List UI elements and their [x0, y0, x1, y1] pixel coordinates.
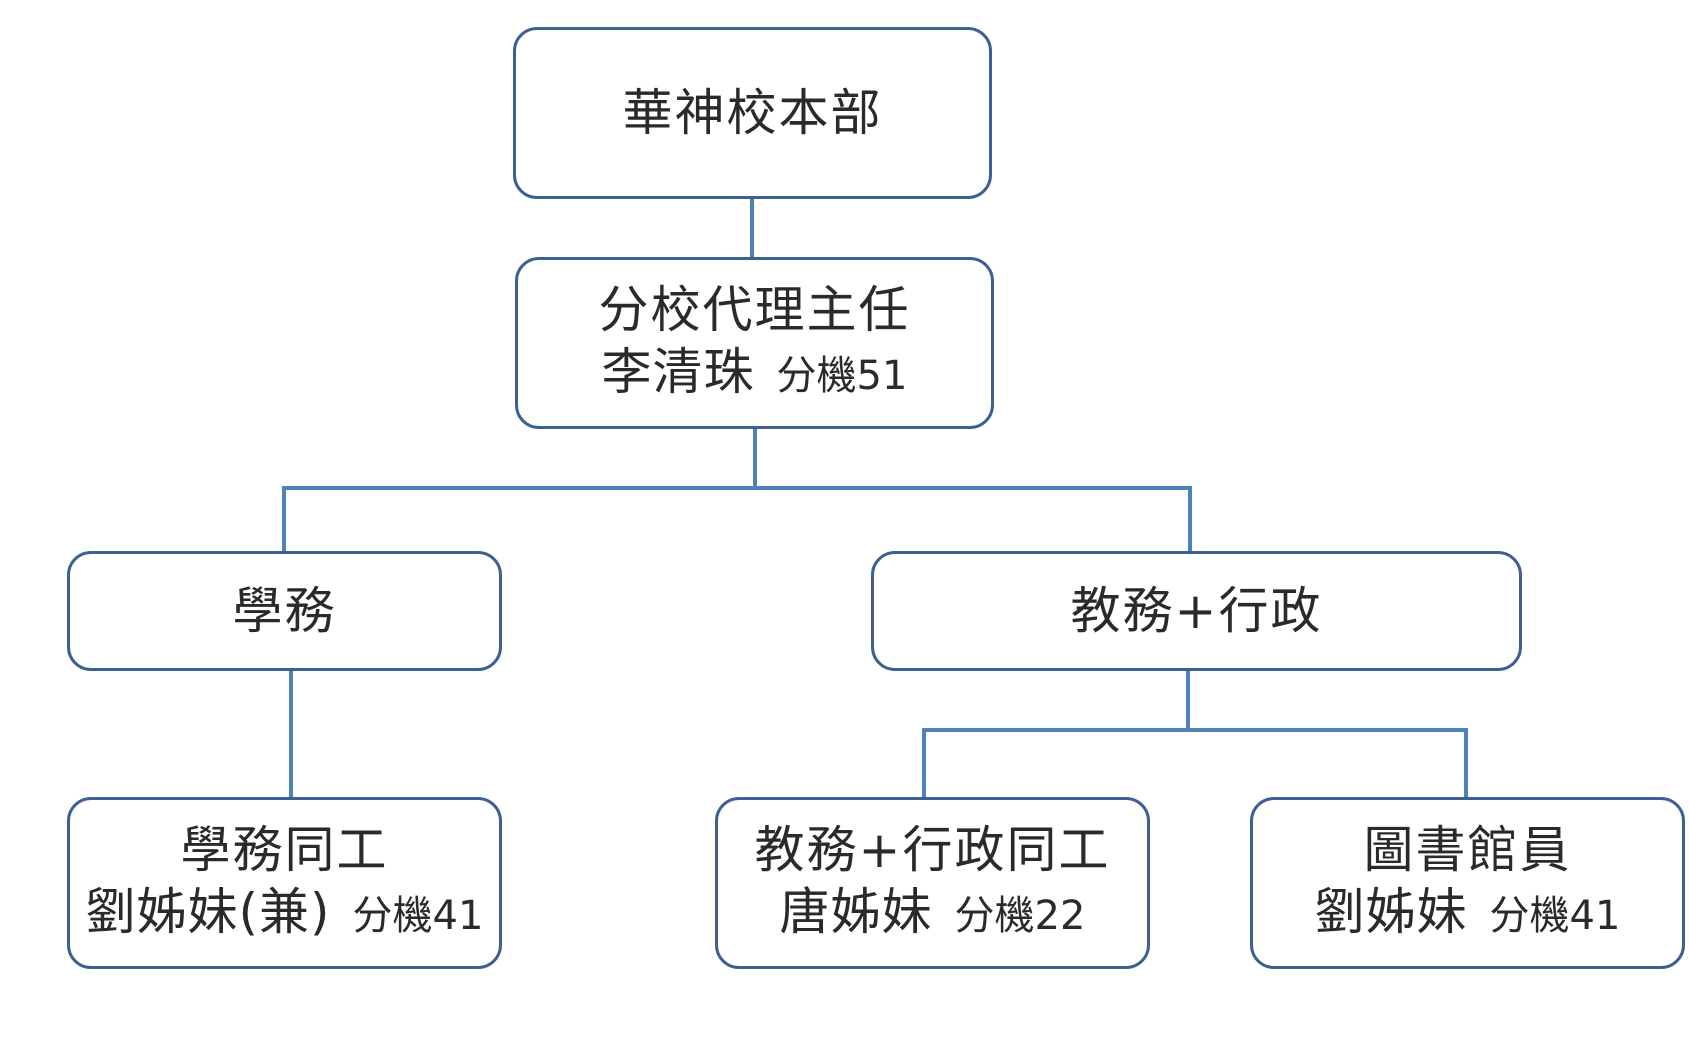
- node-headquarters: 華神校本部: [513, 27, 992, 199]
- node-librarian-ext: 分機41: [1489, 893, 1621, 939]
- connector-to-student-affairs: [282, 486, 286, 552]
- node-student-affairs-title: 學務: [232, 582, 337, 640]
- node-academic-admin-staff-ext: 分機22: [954, 893, 1086, 939]
- connector-level4-horizontal: [922, 728, 1468, 732]
- node-student-affairs-staff-person: 劉姊妹(兼) 分機41: [86, 881, 484, 947]
- connector-to-academic-staff: [922, 728, 926, 798]
- node-academic-admin-title: 教務+行政: [1070, 582, 1323, 640]
- connector-director-down: [753, 428, 757, 487]
- connector-student-affairs-staff: [289, 668, 293, 799]
- node-student-affairs: 學務: [67, 551, 502, 671]
- node-student-affairs-staff-ext: 分機41: [352, 893, 484, 939]
- node-librarian: 圖書館員 劉姊妹分機41: [1250, 797, 1685, 969]
- node-director-name: 李清珠: [601, 343, 755, 401]
- node-director-ext: 分機51: [776, 353, 908, 399]
- node-librarian-name: 劉姊妹: [1314, 883, 1468, 941]
- connector-to-academic-admin: [1188, 486, 1192, 552]
- node-headquarters-title: 華神校本部: [622, 84, 883, 142]
- node-academic-admin-staff: 教務+行政同工 唐姊妹分機22: [715, 797, 1150, 969]
- node-student-affairs-staff: 學務同工 劉姊妹(兼) 分機41: [67, 797, 502, 969]
- node-academic-admin-staff-title: 教務+行政同工: [754, 821, 1111, 879]
- node-librarian-title: 圖書館員: [1363, 821, 1572, 879]
- node-director-title: 分校代理主任: [598, 281, 911, 339]
- connector-to-librarian: [1464, 728, 1468, 798]
- node-academic-admin-staff-name: 唐姊妹: [779, 883, 933, 941]
- connector-academic-admin-down: [1186, 668, 1190, 729]
- connector-root-director: [750, 198, 754, 258]
- node-academic-admin: 教務+行政: [871, 551, 1522, 671]
- node-academic-admin-staff-person: 唐姊妹分機22: [780, 881, 1086, 947]
- node-director-person: 李清珠分機51: [602, 341, 908, 407]
- node-student-affairs-staff-title: 學務同工: [180, 821, 389, 879]
- node-director: 分校代理主任 李清珠分機51: [515, 257, 994, 429]
- node-librarian-person: 劉姊妹分機41: [1315, 881, 1621, 947]
- node-student-affairs-staff-name: 劉姊妹(兼): [85, 883, 331, 941]
- connector-level2-horizontal: [282, 486, 1192, 490]
